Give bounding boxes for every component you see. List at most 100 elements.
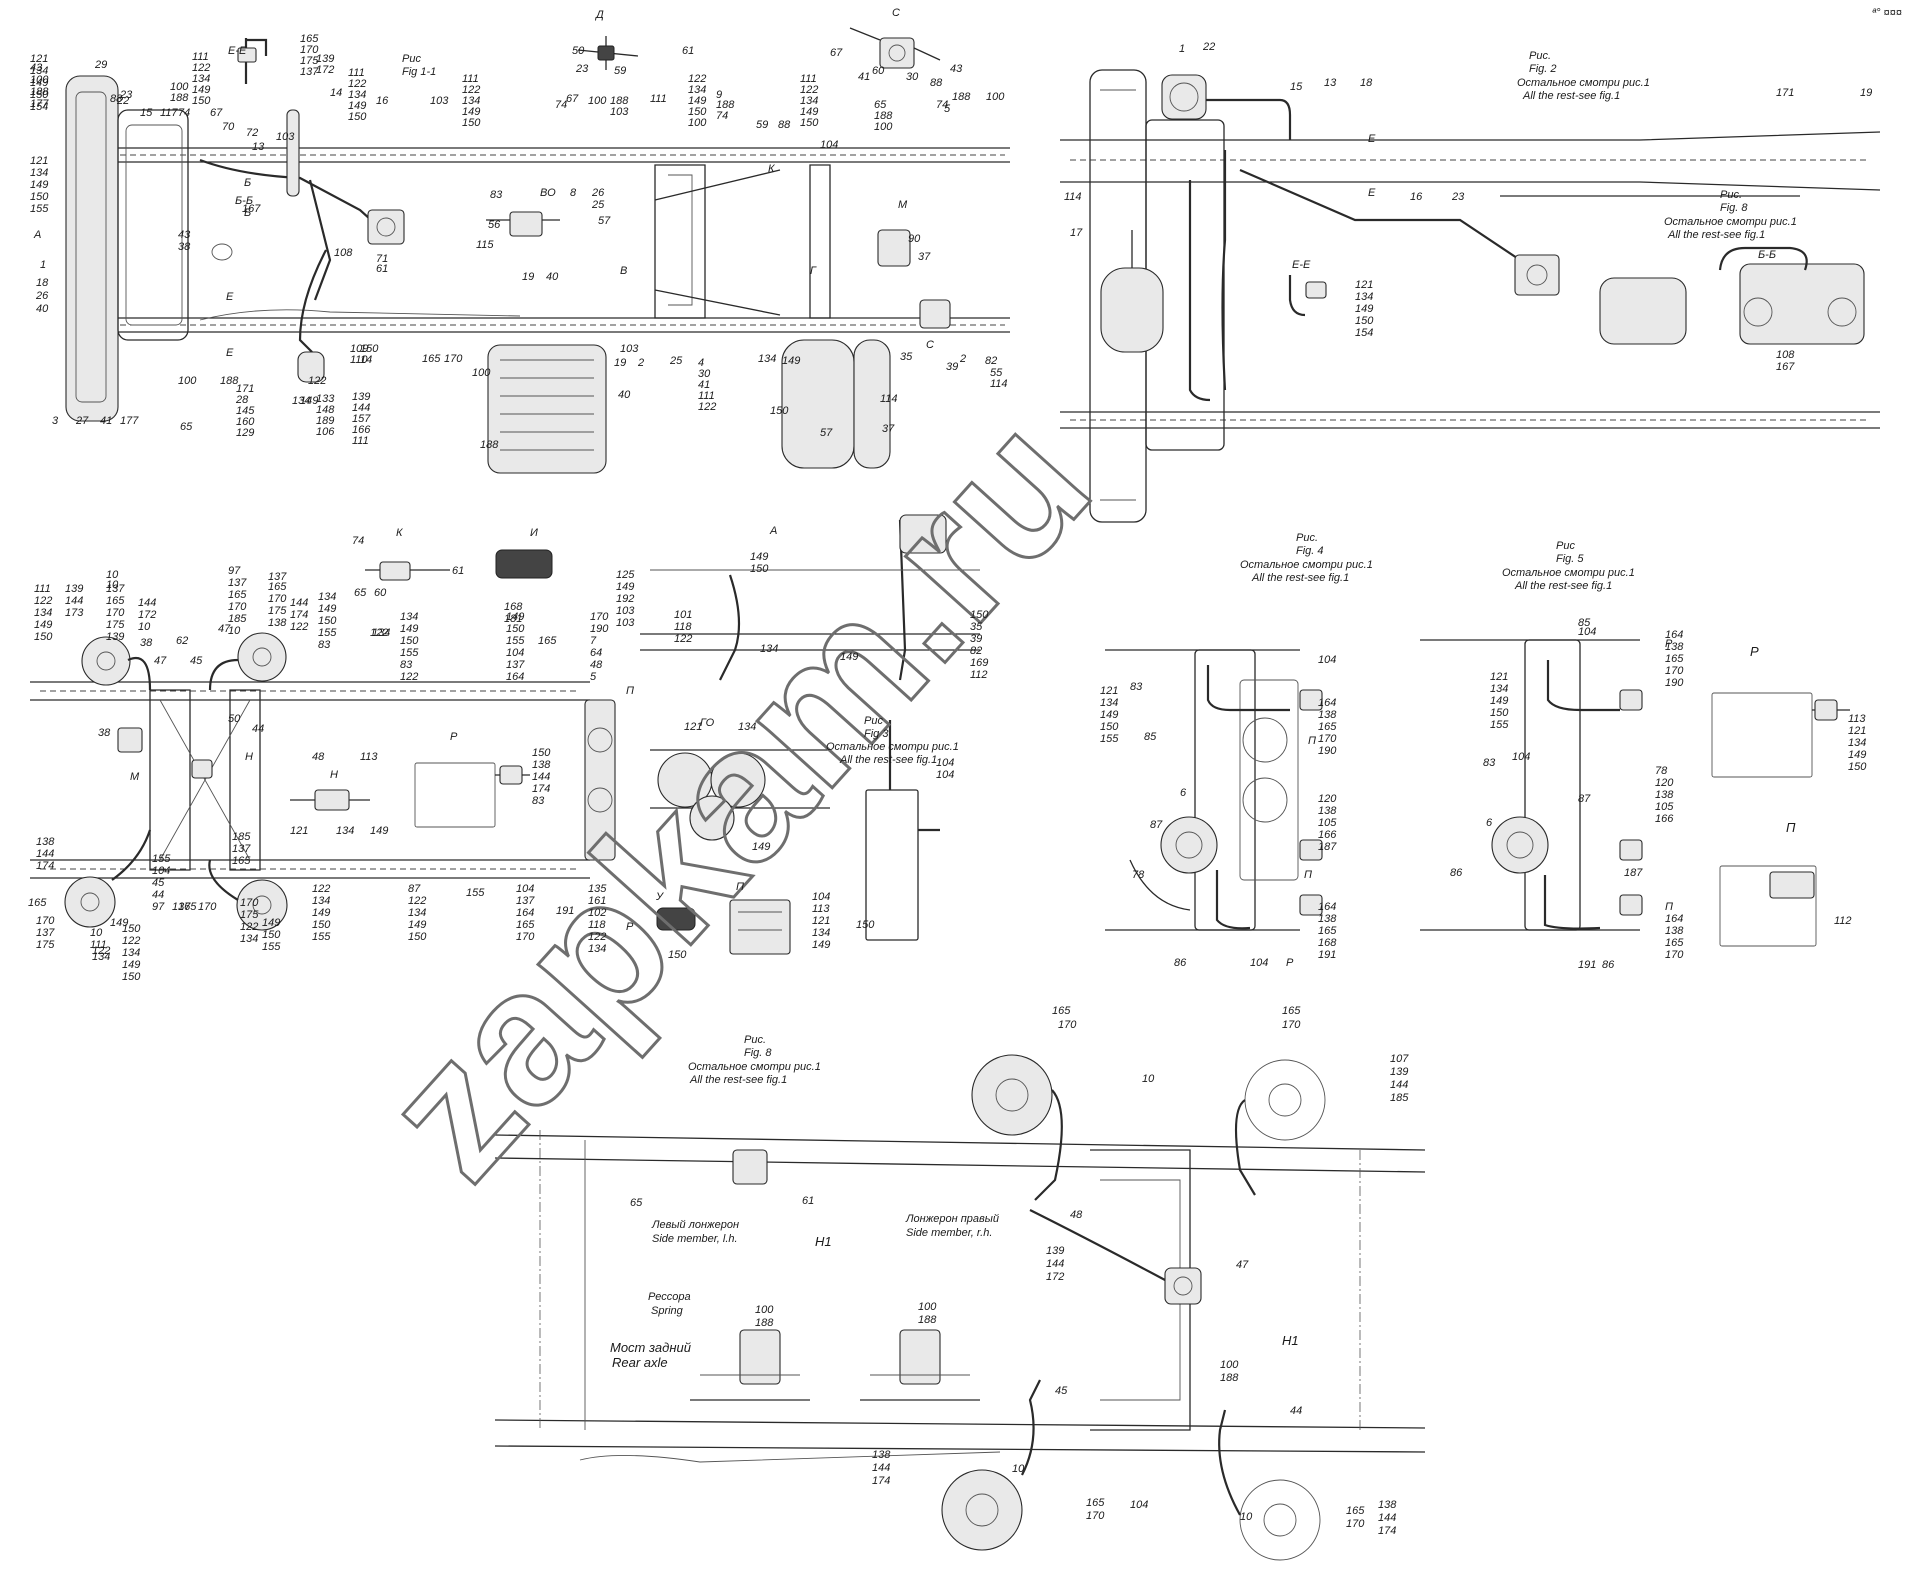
fig1-callout: 19 [614,357,626,369]
fig4-callout: 87 [1150,819,1163,831]
fig8-inset-caption-ru: Рис. [1720,189,1742,201]
fig3-callout: 122 [290,621,308,633]
fig3-callout: 44 [252,723,264,735]
fig1-callout: 104 [820,139,838,151]
fig8-spring-ru: Рессора [648,1291,691,1303]
fig1-callout: 29 [94,59,107,71]
fig1-callout: 61 [682,45,694,57]
fig5-callout: 165 [1665,653,1684,665]
fig3-callout: 102 [588,907,606,919]
fig8-spring-en: Spring [651,1305,684,1317]
fig3-callout: 149 [34,619,52,631]
fig3-callout: 134 [588,943,606,955]
fig1-callout: 40 [618,389,631,401]
fig3-caption-sub-ru: Остальное смотри рис.1 [826,741,959,753]
fig5-callout: 83 [1483,757,1496,769]
fig8-callout: 188 [918,1314,937,1326]
fig3-callout: 121 [290,825,308,837]
fig3-callout: 155 [318,627,337,639]
fig1-callout: 15 [140,107,153,119]
fig3-callout: 87 [408,883,421,895]
fig8-callout: 10 [1142,1073,1155,1085]
fig1-callout: 37 [882,423,895,435]
fig3-callout: 150 [750,563,769,575]
fig1-callout: 150 [688,106,707,118]
fig1-callout: 121 [30,53,48,65]
fig4-callout: П [1304,869,1312,881]
fig2-callout: 23 [1451,191,1465,203]
fig5-callout: 164 [1665,629,1683,641]
fig8-axle-ru: Мост задний [610,1340,691,1355]
fig8-caption-sub-ru: Остальное смотри рис.1 [688,1061,821,1073]
fig4-callout: 138 [1318,709,1337,721]
fig3-callout: 5 [590,671,597,683]
fig3-callout: 10 [90,927,103,939]
fig3-caption-num: Fig 3 [864,728,889,740]
fig1-callout: 150 [348,111,367,123]
fig3-callout: 149 [840,651,858,663]
fig1-callout: 74 [716,110,728,122]
fig8-callout: 104 [1130,1499,1148,1511]
fig3-callout: 144 [65,595,83,607]
fig3-callout: 165 [268,581,287,593]
fig8-inset-caption-sub-ru: Остальное смотри рис.1 [1664,216,1797,228]
fig1-callout: 157 [352,413,371,425]
fig1-callout: 134 [30,65,48,77]
fig1-view-callout: Е [226,347,234,359]
fig8-callout: 47 [1236,1259,1249,1271]
fig3-callout: 122 [674,633,692,645]
fig1-callout: 22 [116,95,129,107]
fig1-callout: 150 [192,95,211,107]
fig4-callout: 120 [1318,793,1337,805]
fig1-callout: 134 [30,167,48,179]
fig3-callout: 139 [106,631,124,643]
fig1-callout: 137 [300,66,319,78]
fig3-view-callout: А [769,525,777,537]
fig3-callout: 170 [36,915,55,927]
fig1-callout: 41 [858,71,870,83]
fig2-callout: 1 [1179,43,1185,55]
fig3-callout: 10 [106,569,119,581]
fig8-callout: 144 [872,1462,890,1474]
fig8-callout: 144 [1390,1079,1408,1091]
fig3-callout: 10 [106,579,119,591]
fig1-callout: 82 [985,355,997,367]
fig3-callout: 144 [532,771,550,783]
fig1-callout: 74 [555,99,567,111]
fig1-callout: 165 [422,353,441,365]
fig3-view-callout: К [396,527,403,539]
fig3-callout: 135 [588,883,607,895]
fig8-callout: 10 [1240,1511,1253,1523]
fig4-callout: 134 [1100,697,1118,709]
fig1-callout: 170 [300,44,319,56]
fig3-callout: 104 [936,769,954,781]
fig3-callout: 104 [936,757,954,769]
fig3-callout: 172 [138,609,156,621]
fig3-callout: 149 [616,581,634,593]
fig3-callout: 65 [354,587,367,599]
fig3-callout: 150 [318,615,337,627]
fig1-callout: 30 [698,368,711,380]
fig1-view-callout: Б [244,207,251,219]
fig1-callout: 8 [570,187,577,199]
fig3-callout: 122 [34,595,52,607]
fig1-callout: 134 [292,395,310,407]
fig1-callout: 129 [236,427,254,439]
fig8-callout: 100 [918,1301,937,1313]
fig3-callout: 174 [36,860,54,872]
fig4-callout: 187 [1318,841,1337,853]
fig3-callout: 48 [590,659,603,671]
fig1-callout: 103 [276,131,295,143]
fig2-callout: 19 [1860,87,1872,99]
fig5-callout: 86 [1450,867,1463,879]
fig3-view-callout: Н [330,769,338,781]
fig3-callout: 149 [370,825,388,837]
fig1-callout: 134 [758,353,776,365]
fig1-callout: 171 [236,383,254,395]
fig1-callout: 41 [698,379,710,391]
fig1-callout: 154 [30,101,48,113]
fig3-callout: 137 [172,901,191,913]
fig1-callout: 134 [348,89,366,101]
fig3-callout: 134 [34,607,52,619]
fig3-view-callout: Н [245,751,253,763]
